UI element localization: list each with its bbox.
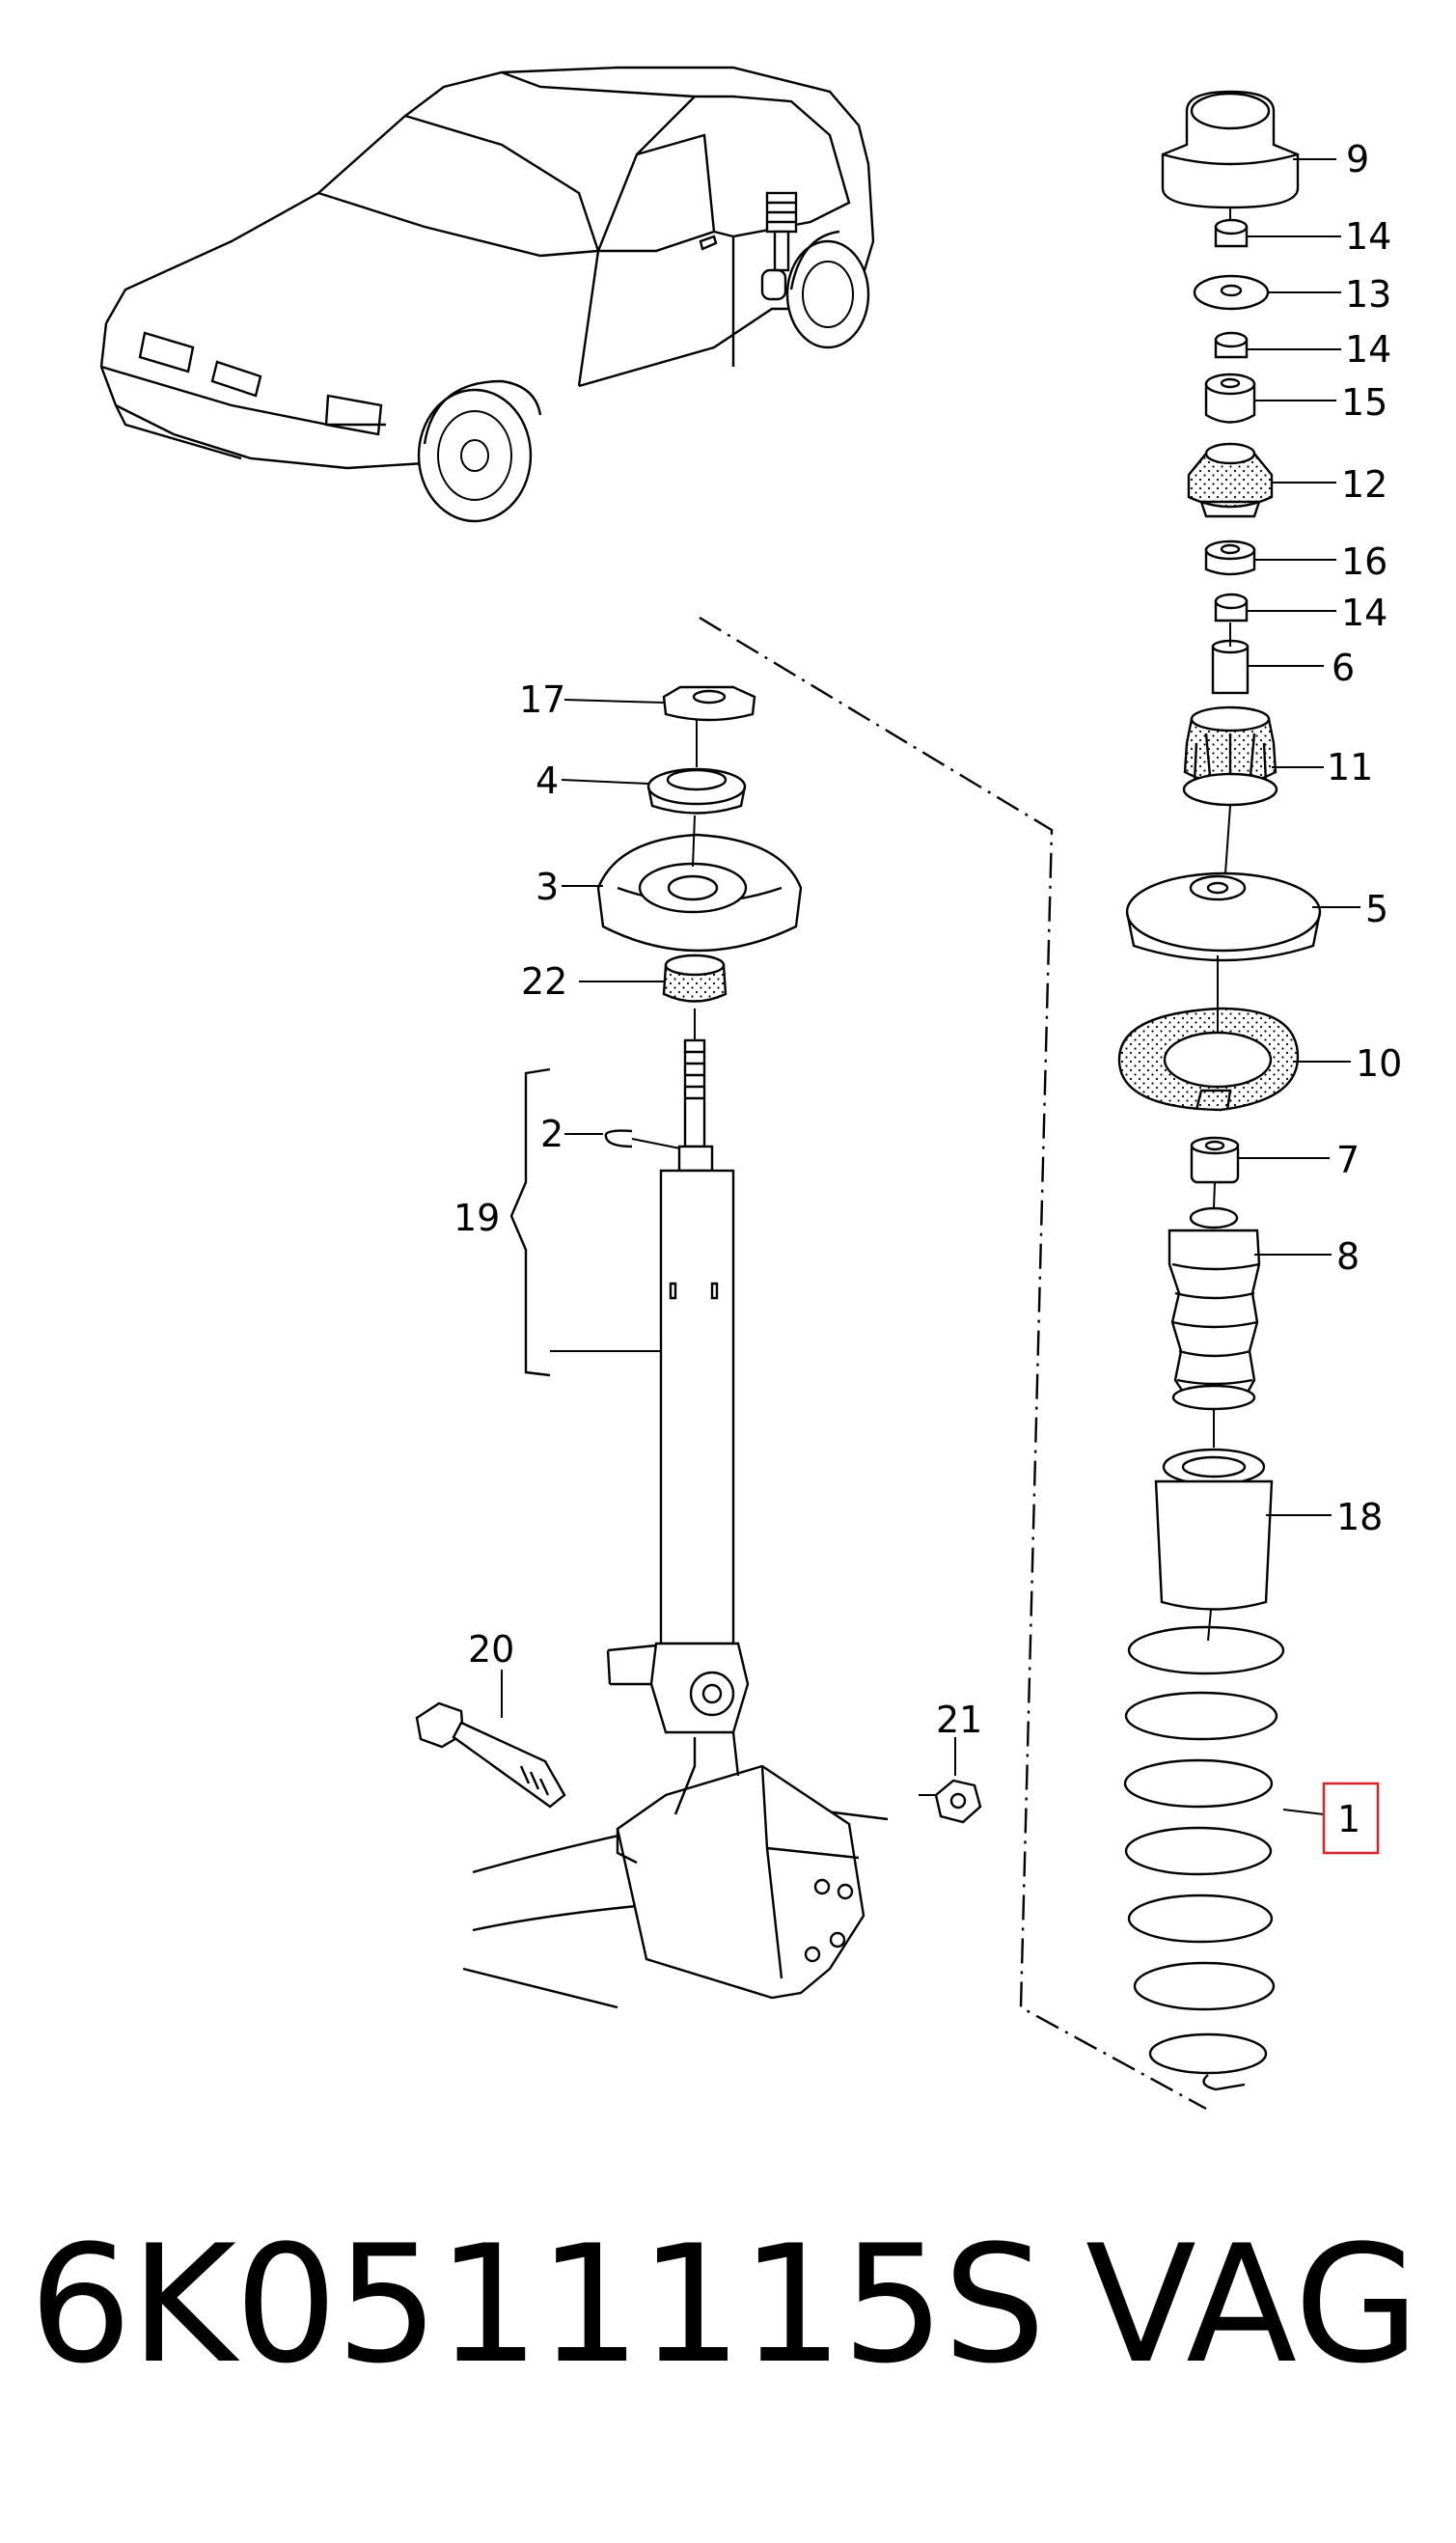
part-number: 6K0511115S [29, 2210, 1046, 2399]
callout-9: 9 [1346, 138, 1369, 180]
callout-18: 18 [1336, 1496, 1383, 1538]
callout-21: 21 [936, 1699, 982, 1741]
assembly-boundary [699, 616, 1207, 2111]
callout-2: 2 [540, 1113, 563, 1155]
callout-14b: 14 [1345, 328, 1391, 371]
callout-16: 16 [1341, 540, 1387, 583]
leader-lines [501, 158, 1360, 1815]
callout-14c: 14 [1341, 592, 1387, 634]
callout-11: 11 [1327, 746, 1373, 788]
callout-labels: 9 14 13 14 15 12 16 14 6 11 5 10 7 8 18 … [453, 138, 1402, 1840]
callout-6: 6 [1332, 647, 1355, 689]
exploded-parts-diagram: 9 14 13 14 15 12 16 14 6 11 5 10 7 8 18 … [99, 66, 1402, 2111]
callout-5: 5 [1365, 888, 1388, 930]
callout-7: 7 [1336, 1139, 1360, 1181]
callout-17: 17 [519, 678, 565, 721]
footer: 6K0511115S VAG [0, 2210, 1456, 2451]
strut-assembly [415, 685, 982, 2009]
callout-14a: 14 [1345, 215, 1391, 258]
callout-15: 15 [1341, 381, 1387, 424]
car-illustration [99, 66, 875, 523]
right-column-parts [1117, 90, 1322, 2091]
callout-13: 13 [1345, 273, 1391, 316]
callout-20: 20 [468, 1628, 514, 1671]
callout-8: 8 [1336, 1235, 1360, 1278]
callout-1: 1 [1337, 1798, 1360, 1840]
coil-spring [1123, 1625, 1285, 2091]
callout-4: 4 [536, 760, 559, 802]
callout-19: 19 [453, 1197, 500, 1239]
brand: VAG [1085, 2210, 1420, 2399]
callout-22: 22 [521, 960, 567, 1003]
callout-3: 3 [536, 866, 559, 908]
callout-12: 12 [1341, 463, 1387, 506]
highlight-box [1322, 1782, 1380, 1855]
callout-10: 10 [1356, 1042, 1402, 1085]
